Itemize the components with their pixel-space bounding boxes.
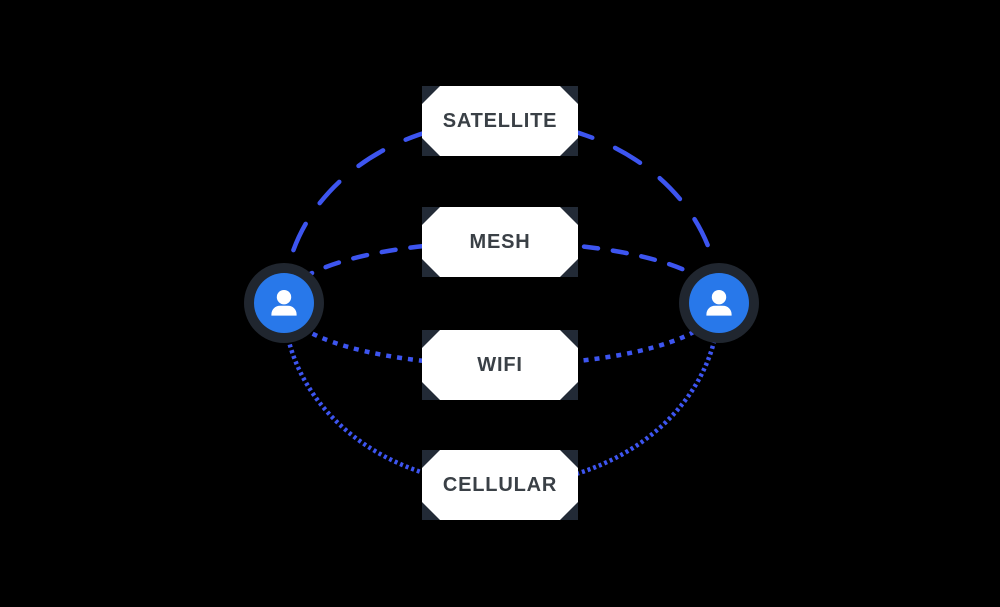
- link-label-satellite: SATELLITE: [442, 109, 558, 132]
- link-box-mesh: MESH: [422, 207, 578, 277]
- user-node-circle: [689, 273, 749, 333]
- user-node-right: [679, 263, 759, 343]
- person-icon: [271, 289, 297, 316]
- person-icon: [706, 289, 732, 316]
- link-box-face: MESH: [422, 207, 578, 277]
- user-node-circle: [254, 273, 314, 333]
- link-line-satellite: [281, 118, 722, 306]
- link-label-cellular: CELLULAR: [442, 473, 558, 496]
- link-box-wifi: WIFI: [422, 330, 578, 400]
- link-box-face: CELLULAR: [422, 450, 578, 520]
- link-box-face: WIFI: [422, 330, 578, 400]
- link-box-cellular: CELLULAR: [422, 450, 578, 520]
- link-box-face: SATELLITE: [422, 86, 578, 156]
- link-box-satellite: SATELLITE: [422, 86, 578, 156]
- user-node-left: [244, 263, 324, 343]
- link-label-mesh: MESH: [469, 230, 531, 253]
- link-label-wifi: WIFI: [477, 353, 523, 376]
